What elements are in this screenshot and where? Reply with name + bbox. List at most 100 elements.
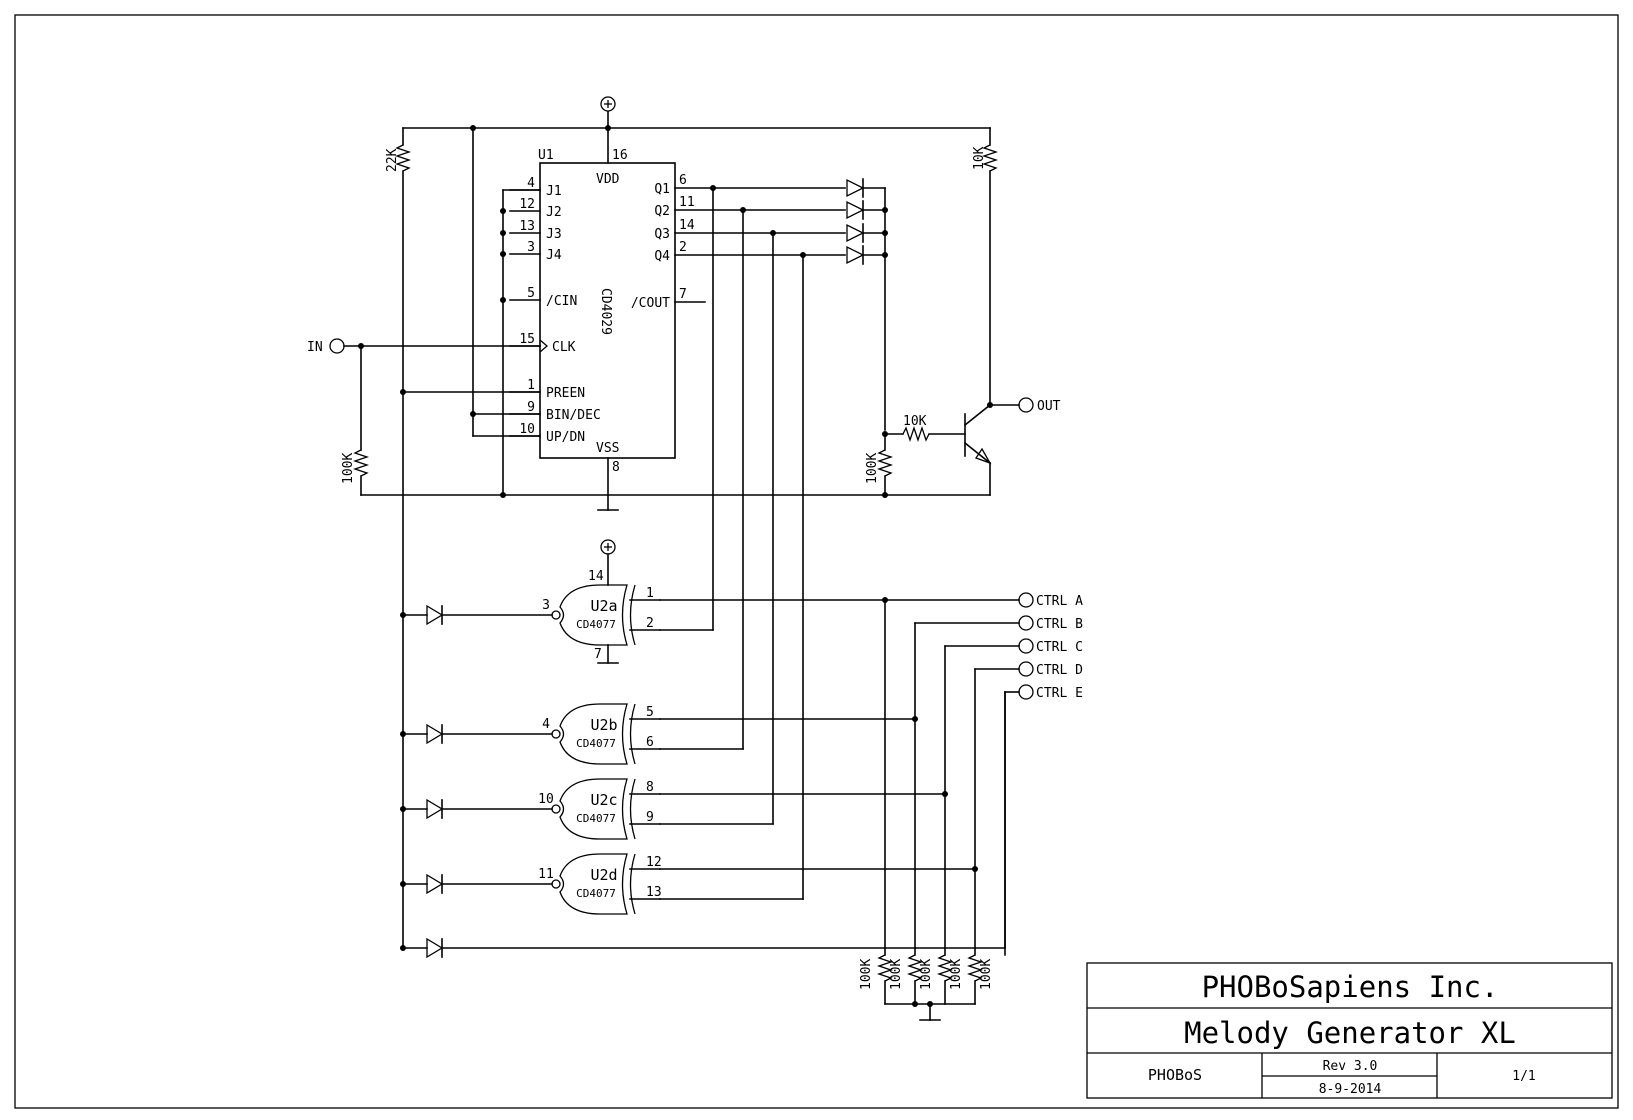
ctrl-resistor-label: 100K: [889, 959, 904, 990]
resistor: [906, 954, 924, 982]
u1-left-pin-number: 1: [527, 378, 535, 393]
ctrl-port: [1018, 638, 1034, 654]
u1-pin8: 8: [612, 460, 620, 475]
u1-left-pin-number: 15: [519, 332, 535, 347]
u1-left-pins: 4J112J213J33J45/CIN15CLK1PREEN9BIN/DEC10…: [509, 176, 601, 445]
title-block: PHOBoSapiens Inc. Melody Generator XL PH…: [1086, 962, 1613, 1099]
diode: [426, 604, 444, 626]
u1-vdd: VDD: [596, 172, 620, 187]
out-port: [1018, 397, 1034, 413]
ctrl-port: [1018, 661, 1034, 677]
gate-bubble: [551, 729, 561, 739]
gate-in1-pin: 8: [646, 780, 654, 795]
gate-ref: U2d: [590, 866, 617, 884]
gate-ref: U2c: [590, 791, 617, 809]
u1-ref: U1: [538, 148, 554, 163]
diode: [426, 723, 444, 745]
gate-in2-pin: 6: [646, 735, 654, 750]
u1-right-pin-number: 11: [679, 195, 695, 210]
u2a-vcc-pin: 14: [588, 569, 604, 584]
gate-part: CD4077: [576, 618, 616, 631]
gate-xor-arc: [629, 853, 636, 915]
u1-part: CD4029: [598, 288, 613, 335]
diode: [426, 937, 444, 959]
in-port: [329, 338, 345, 354]
u1-left-pin-number: 3: [527, 240, 535, 255]
resistor-10k-top: 10K: [972, 127, 999, 406]
gate-in1-pin: 1: [646, 586, 654, 601]
u1-left-pin-name: PREEN: [546, 386, 585, 401]
diode: [426, 873, 444, 895]
resistor: [966, 954, 984, 982]
u1-left-pin-number: 5: [527, 286, 535, 301]
gate-in2-pin: 13: [646, 885, 662, 900]
ctrl-resistor-label: 100K: [919, 959, 934, 990]
gate-out-pin: 4: [542, 717, 550, 732]
ctrl-port: [1018, 615, 1034, 631]
gate-part: CD4077: [576, 887, 616, 900]
u1-left-pin-number: 12: [519, 197, 535, 212]
out-label: OUT: [1037, 399, 1061, 414]
ctrl-label: CTRL D: [1036, 663, 1083, 678]
ctrl-label: CTRL C: [1036, 640, 1083, 655]
u1-right-pin-name: Q1: [654, 182, 670, 197]
u1-left-pin-number: 4: [527, 176, 535, 191]
gate-ref: U2a: [590, 597, 617, 615]
gate-part: CD4077: [576, 812, 616, 825]
company-name: PHOBoSapiens Inc.: [1202, 970, 1499, 1004]
revision: Rev 3.0: [1323, 1059, 1378, 1074]
ctrl-port: [1018, 684, 1034, 700]
ctrl-label: CTRL E: [1036, 686, 1083, 701]
u1-right-pin-name: Q4: [654, 249, 670, 264]
ctrl-ground: [884, 1001, 976, 1021]
q-bus: [674, 185, 846, 900]
u1-vss: VSS: [596, 441, 619, 456]
diode-or-array: [846, 178, 886, 265]
u1-left-pin-name: BIN/DEC: [546, 408, 601, 423]
u1-right-pin-number: 7: [679, 287, 687, 302]
u1-left-pin-name: J4: [546, 248, 562, 263]
gate-out-pin: 10: [538, 792, 554, 807]
u2-power: 14 7: [588, 539, 619, 664]
ctrl-port: [1018, 592, 1034, 608]
j-ground-bus: [500, 189, 541, 498]
drawing-title: Melody Generator XL: [1184, 1016, 1516, 1050]
gate-xor-arc: [629, 778, 636, 840]
gate-body: [559, 584, 628, 646]
gate-body: [559, 853, 628, 915]
u1-left-pin-number: 13: [519, 219, 535, 234]
date: 8-9-2014: [1319, 1082, 1382, 1097]
r10k-base-label: 10K: [903, 414, 927, 429]
gate-out-pin: 3: [542, 598, 550, 613]
diode-or-bus: [882, 187, 888, 431]
gate-xor-arc: [629, 584, 636, 646]
u1-left-pin-name: J1: [546, 184, 562, 199]
u1-right-pin-name: /COUT: [631, 296, 670, 311]
ctrl-resistor-label: 100K: [859, 959, 874, 990]
r22k-label: 22K: [385, 148, 400, 172]
gate-bubble: [551, 610, 561, 620]
resistor-22k: 22K: [385, 127, 412, 949]
ic-u1: U1 VDD VSS 16 8 CD4029 4J112J213J33J45/C…: [509, 148, 695, 511]
r100k-base-label: 100K: [865, 453, 880, 484]
u1-pin16: 16: [612, 148, 628, 163]
u1-right-pin-number: 6: [679, 173, 687, 188]
sheet-number: 1/1: [1512, 1069, 1535, 1084]
diode: [426, 798, 444, 820]
diode: [846, 223, 865, 243]
gate-in1-pin: 12: [646, 855, 662, 870]
left-diode-array: [400, 604, 1006, 959]
ctrl-label: CTRL A: [1036, 594, 1083, 609]
gate-out-pin: 11: [538, 867, 554, 882]
gate-in1-pin: 5: [646, 705, 654, 720]
r100k-in-label: 100K: [341, 453, 356, 484]
resistor: [936, 954, 954, 982]
